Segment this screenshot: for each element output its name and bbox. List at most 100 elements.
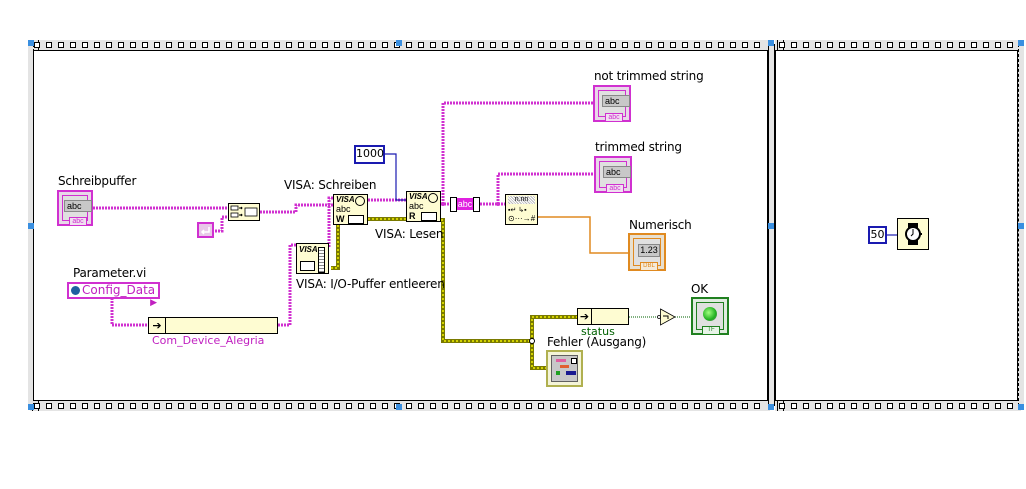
wait-ms-node[interactable] bbox=[897, 218, 929, 250]
visa-port-icon bbox=[421, 212, 437, 221]
error-out-indicator[interactable] bbox=[546, 350, 583, 387]
film-hole bbox=[166, 42, 172, 48]
schreibpuffer-control[interactable]: abc abc bbox=[57, 190, 93, 226]
film-hole bbox=[250, 403, 256, 409]
film-hole bbox=[730, 42, 736, 48]
film-hole bbox=[466, 42, 472, 48]
film-hole bbox=[803, 403, 809, 409]
film-hole bbox=[262, 42, 268, 48]
film-hole bbox=[118, 403, 124, 409]
film-hole bbox=[202, 42, 208, 48]
film-hole bbox=[706, 42, 712, 48]
resize-handle[interactable] bbox=[768, 40, 774, 46]
film-hole bbox=[646, 42, 652, 48]
film-hole bbox=[526, 42, 532, 48]
film-hole bbox=[995, 42, 1001, 48]
resize-handle[interactable] bbox=[1018, 40, 1024, 46]
visa-read-node[interactable]: VISA abc R bbox=[406, 191, 441, 222]
resize-handle[interactable] bbox=[28, 404, 34, 410]
film-hole bbox=[923, 42, 929, 48]
film-hole bbox=[959, 403, 965, 409]
film-hole bbox=[815, 403, 821, 409]
film-hole bbox=[322, 42, 328, 48]
resize-handle[interactable] bbox=[1018, 223, 1024, 229]
resize-handle[interactable] bbox=[28, 40, 34, 46]
wait-ms-constant[interactable]: 50 bbox=[868, 226, 887, 244]
film-hole bbox=[742, 42, 748, 48]
film-hole bbox=[250, 42, 256, 48]
numerisch-indicator[interactable]: 1.23 DBL bbox=[628, 233, 666, 271]
visa-write-node[interactable]: VISA abc W bbox=[333, 194, 368, 225]
film-hole bbox=[586, 42, 592, 48]
film-hole bbox=[899, 403, 905, 409]
film-hole bbox=[142, 403, 148, 409]
film-hole bbox=[670, 42, 676, 48]
resize-handle[interactable] bbox=[768, 404, 774, 410]
film-hole bbox=[514, 42, 520, 48]
ok-indicator[interactable]: TF bbox=[691, 297, 729, 335]
film-hole bbox=[382, 403, 388, 409]
film-hole bbox=[827, 42, 833, 48]
string-type-tag: abc bbox=[606, 184, 624, 192]
trim-whitespace-node[interactable]: abc bbox=[450, 197, 480, 212]
film-hole bbox=[490, 42, 496, 48]
film-hole bbox=[598, 403, 604, 409]
resize-handle[interactable] bbox=[396, 40, 402, 46]
unbundle-arrow-icon: ➔ bbox=[578, 309, 592, 324]
visa-write-sub: abc bbox=[336, 204, 351, 214]
visa-read-icon-text: VISA bbox=[409, 192, 428, 201]
film-hole bbox=[1007, 42, 1013, 48]
visa-flush-icon-text: VISA bbox=[299, 245, 318, 254]
film-hole bbox=[406, 403, 412, 409]
film-hole bbox=[358, 403, 364, 409]
film-hole bbox=[694, 403, 700, 409]
film-hole bbox=[911, 403, 917, 409]
film-hole bbox=[82, 42, 88, 48]
visa-flush-node[interactable]: VISA bbox=[296, 243, 329, 274]
visa-port-icon bbox=[348, 215, 364, 224]
unbundle-status[interactable]: ➔status bbox=[577, 308, 629, 338]
error-cluster-icon bbox=[556, 359, 566, 362]
film-hole bbox=[983, 403, 989, 409]
not-trimmed-indicator[interactable]: abc abc bbox=[593, 85, 631, 122]
config-data-global[interactable]: Config_Data▶ bbox=[67, 282, 160, 308]
film-hole bbox=[430, 403, 436, 409]
resize-handle[interactable] bbox=[28, 223, 34, 229]
film-hole bbox=[791, 403, 797, 409]
concat-strings-node[interactable] bbox=[228, 203, 260, 221]
film-hole bbox=[418, 403, 424, 409]
film-hole bbox=[935, 42, 941, 48]
not-trimmed-label: not trimmed string bbox=[594, 69, 704, 83]
frame-2-bottom-border bbox=[775, 401, 1021, 411]
film-hole bbox=[947, 42, 953, 48]
wire-junction bbox=[529, 338, 535, 344]
film-hole bbox=[742, 403, 748, 409]
wire-junction bbox=[441, 202, 445, 206]
trimmed-indicator[interactable]: abc abc bbox=[594, 156, 632, 193]
film-hole bbox=[658, 42, 664, 48]
wire-error-read-out bbox=[441, 218, 532, 343]
film-hole bbox=[875, 42, 881, 48]
resize-handle[interactable] bbox=[1018, 404, 1024, 410]
film-hole bbox=[178, 42, 184, 48]
not-gate-node[interactable] bbox=[657, 308, 677, 326]
film-hole bbox=[154, 403, 160, 409]
film-hole bbox=[574, 403, 580, 409]
wire-error-to-fehler bbox=[530, 341, 547, 370]
film-hole bbox=[442, 42, 448, 48]
film-holes bbox=[775, 42, 1021, 48]
film-hole bbox=[718, 403, 724, 409]
timeout-constant[interactable]: 1000 bbox=[354, 145, 385, 164]
resize-handle[interactable] bbox=[396, 404, 402, 410]
resize-handle[interactable] bbox=[768, 223, 774, 229]
string-to-number-node[interactable]: n.nn ▪↵ ↳▪ ⊙···→# bbox=[505, 194, 538, 225]
film-hole bbox=[839, 42, 845, 48]
film-hole bbox=[310, 42, 316, 48]
schreibpuffer-label: Schreibpuffer bbox=[58, 174, 137, 188]
unbundle-com-device[interactable]: ➔Com_Device_Alegria bbox=[148, 317, 278, 347]
film-hole bbox=[106, 42, 112, 48]
carriage-return-constant[interactable] bbox=[197, 222, 214, 238]
film-hole bbox=[754, 42, 760, 48]
scan-icon-text: n.nn bbox=[508, 196, 535, 204]
globe-icon bbox=[71, 286, 80, 295]
